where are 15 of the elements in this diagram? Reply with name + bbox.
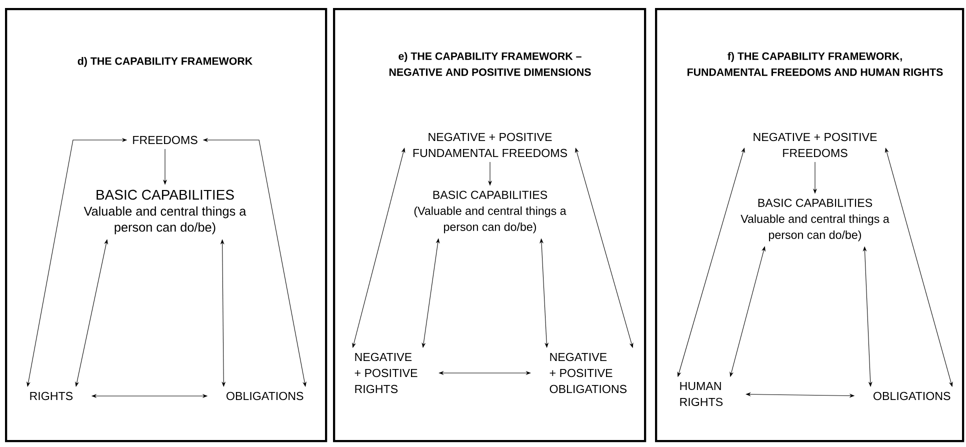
concept-label: NEGATIVE + POSITIVE FREEDOMS — [754, 132, 877, 158]
concept-label: FREEDOMS — [133, 136, 198, 144]
panel-title: d) THE CAPABILITY FRAMEWORK — [78, 57, 252, 67]
concept-label: BASIC CAPABILITIES (Valuable and central things a person can do/be) — [414, 190, 566, 234]
panel-title: e) THE CAPABILITY FRAMEWORK – NEGATIVE AND POSITIVE DIMENSIONS — [389, 52, 591, 76]
concept-label: RIGHTS — [30, 392, 73, 400]
concept-label: NEGATIVE + POSITIVE RIGHTS — [354, 352, 418, 394]
concept-label: OBLIGATIONS — [226, 392, 304, 400]
concept-label: OBLIGATIONS — [874, 392, 950, 400]
concept-label: NEGATIVE + POSITIVE OBLIGATIONS — [550, 352, 627, 394]
concept-label: HUMAN RIGHTS — [680, 382, 723, 406]
concept-label: NEGATIVE + POSITIVE FUNDAMENTAL FREEDOMS — [413, 132, 568, 158]
concept-label: BASIC CAPABILITIES Valuable and central things a person can do/be) — [84, 190, 246, 234]
concept-label: BASIC CAPABILITIES Valuable and central things a person can do/be) — [740, 198, 890, 242]
panel-title: f) THE CAPABILITY FRAMEWORK, FUNDAMENTAL FREEDOMS AND HUMAN RIGHTS — [688, 52, 943, 76]
